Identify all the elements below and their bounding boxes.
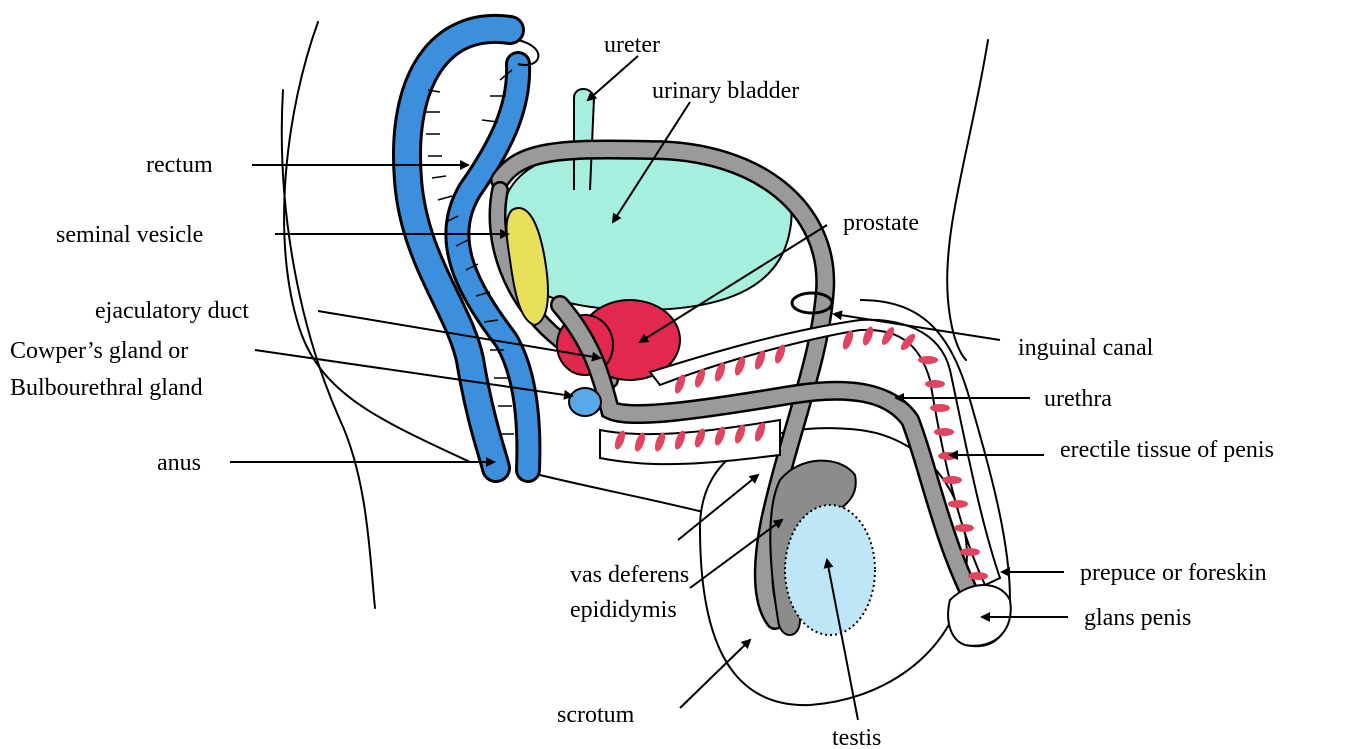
label-urethra: urethra (1044, 386, 1112, 412)
testis (785, 505, 875, 635)
back-body-outline (284, 22, 470, 462)
glans (948, 585, 1011, 646)
label-cowper-line2: Bulbourethral gland (10, 375, 203, 401)
ureter (574, 89, 594, 190)
label-prostate: prostate (843, 210, 919, 236)
label-epididymis: epididymis (570, 597, 677, 623)
front-body-outline (947, 40, 988, 360)
label-scrotum: scrotum (557, 702, 635, 728)
label-erectile-tissue: erectile tissue of penis (1060, 437, 1274, 463)
label-inguinal-canal: inguinal canal (1018, 335, 1154, 361)
label-anus: anus (157, 450, 201, 476)
label-testis: testis (832, 725, 881, 749)
label-urinary-bladder: urinary bladder (652, 78, 799, 104)
erectile-tissue-lower (600, 420, 780, 464)
label-ejaculatory-duct: ejaculatory duct (95, 298, 249, 324)
label-rectum: rectum (146, 152, 213, 178)
label-ureter: ureter (604, 32, 660, 58)
label-seminal-vesicle: seminal vesicle (56, 222, 203, 248)
label-glans-penis: glans penis (1084, 605, 1191, 631)
label-cowper-line1: Cowper’s gland or (10, 338, 188, 364)
label-vas-deferens: vas deferens (570, 562, 689, 588)
thigh-outline (282, 90, 375, 608)
cowper-gland (569, 388, 601, 416)
label-prepuce: prepuce or foreskin (1080, 560, 1267, 586)
